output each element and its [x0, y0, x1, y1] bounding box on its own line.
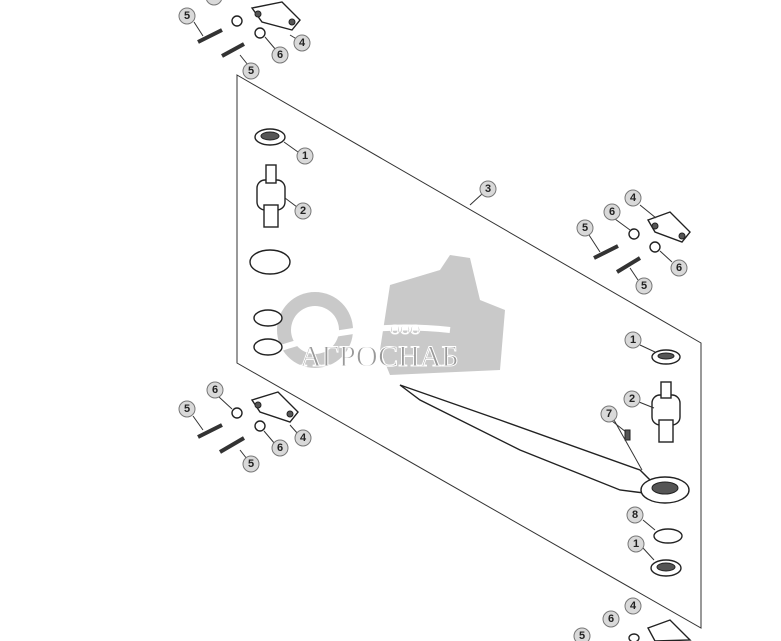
callout-6: 6: [206, 381, 224, 399]
leader-lines: [192, 21, 673, 561]
callout-circle: [624, 597, 642, 615]
callout-circle: [271, 439, 289, 457]
callout-number: 4: [299, 37, 306, 49]
callout-5: 5: [242, 62, 260, 80]
callout-1: 1: [296, 147, 314, 165]
callout-circle: [206, 381, 224, 399]
callout-6: 6: [271, 439, 289, 457]
seal-ring: [254, 128, 286, 146]
callout-number: 5: [184, 10, 190, 22]
clamp-group-bottom: [628, 619, 692, 641]
assembly-panel-outline: [236, 74, 702, 629]
callout-number: 2: [629, 393, 635, 405]
clamp-group-top: [197, 1, 301, 58]
callout-2: 2: [623, 390, 641, 408]
callout-number: 4: [630, 192, 637, 204]
callout-1: 1: [624, 331, 642, 349]
callout-number: 5: [248, 458, 254, 470]
callout-number: 4: [630, 600, 637, 612]
callout-number: 6: [608, 613, 614, 625]
callout-6: 6: [670, 259, 688, 277]
callout-number: 8: [632, 509, 638, 521]
callout-number: 1: [630, 334, 636, 346]
callout-circle: [670, 259, 688, 277]
watermark-logo: ООО АГРОСНАБ: [274, 255, 505, 375]
callout-circle: [293, 34, 311, 52]
clamp-group-right: [593, 211, 691, 274]
callout-5: 5: [576, 219, 594, 237]
callout-circle: [271, 46, 289, 64]
callout-circle: [206, 0, 222, 6]
callout-number: 6: [277, 49, 283, 61]
callout-number: 5: [248, 65, 254, 77]
watermark-prefix: ООО: [390, 323, 420, 338]
callout-circle: [600, 405, 618, 423]
callout-number: 5: [582, 222, 588, 234]
callout-circle: [624, 331, 642, 349]
callout-circle: [242, 62, 260, 80]
clamp-group-lower-left: [197, 391, 299, 454]
snap-ring: [653, 528, 683, 544]
callout-number: 1: [302, 150, 308, 162]
spring-ring: [249, 249, 291, 356]
callout-2: 2: [294, 202, 312, 220]
callout-5: 5: [178, 400, 196, 418]
callout-circle: [576, 219, 594, 237]
callout-circle: [626, 506, 644, 524]
callout-1: 1: [627, 535, 645, 553]
callout-circle: [242, 455, 260, 473]
callout-number: 3: [485, 183, 491, 195]
callout-number: 6: [609, 206, 615, 218]
callout-circle: [294, 429, 312, 447]
callout-circle: [573, 627, 591, 641]
callout-number: 6: [212, 384, 218, 396]
callout-circle: [624, 189, 642, 207]
callout-6: 6: [206, 0, 222, 6]
seal-ring: [651, 349, 681, 365]
callout-circle: [623, 390, 641, 408]
callout-number: 4: [300, 432, 307, 444]
callout-4: 4: [624, 189, 642, 207]
callout-number: 6: [676, 262, 682, 274]
callout-3: 3: [479, 180, 497, 198]
grease-nipple: [624, 429, 631, 441]
callout-6: 6: [603, 203, 621, 221]
callout-circle: [479, 180, 497, 198]
watermark-name: АГРОСНАБ: [300, 340, 459, 373]
seal-ring: [650, 559, 682, 577]
callout-5: 5: [242, 455, 260, 473]
callout-circle: [603, 203, 621, 221]
callout-circle: [635, 277, 653, 295]
callout-circle: [602, 610, 620, 628]
callout-4: 4: [293, 34, 311, 52]
callout-4: 4: [294, 429, 312, 447]
callout-number: 6: [277, 442, 283, 454]
callout-number: 6: [211, 0, 217, 3]
callout-7: 7: [600, 405, 618, 423]
callout-4: 4: [624, 597, 642, 615]
callout-5: 5: [573, 627, 591, 641]
callout-number: 1: [633, 538, 639, 550]
callout-6: 6: [602, 610, 620, 628]
callout-circle: [627, 535, 645, 553]
callout-number: 5: [184, 403, 190, 415]
callout-circle: [178, 400, 196, 418]
callout-6: 6: [271, 46, 289, 64]
callout-number: 2: [300, 205, 306, 217]
callout-number: 7: [606, 408, 612, 420]
callout-5: 5: [178, 7, 196, 25]
ball-joint: [651, 381, 681, 443]
ball-joint: [256, 164, 286, 228]
callout-circle: [296, 147, 314, 165]
callout-5: 5: [635, 277, 653, 295]
callout-8: 8: [626, 506, 644, 524]
tie-rod-arm: [399, 384, 690, 504]
callout-circle: [178, 7, 196, 25]
callout-number: 5: [641, 280, 647, 292]
callout-circle: [294, 202, 312, 220]
callout-number: 5: [579, 630, 585, 641]
